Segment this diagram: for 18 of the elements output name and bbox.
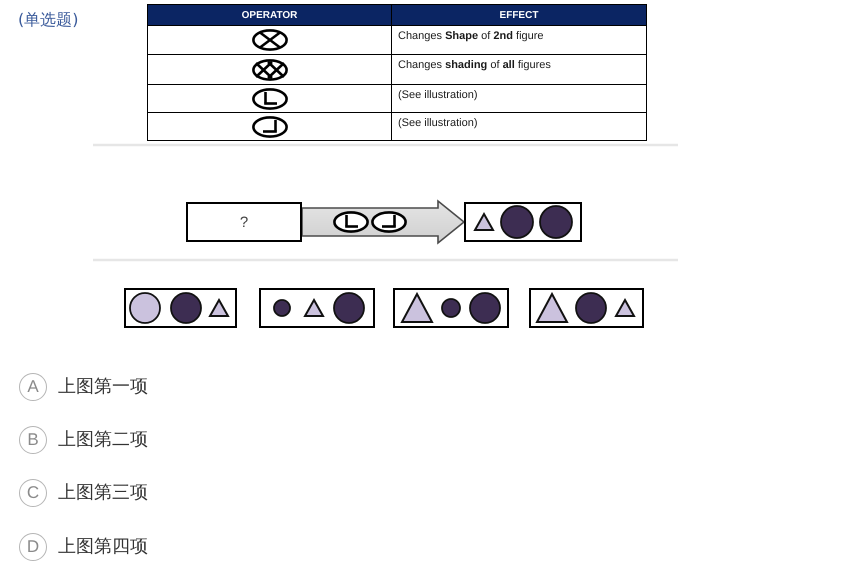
answer-figure-box [393, 288, 509, 328]
option-letter-circle: A [19, 373, 47, 401]
column-header: OPERATOR [147, 4, 392, 26]
answer-figure-box [259, 288, 375, 328]
answer-figure-box [124, 288, 237, 328]
option-letter-circle: D [19, 533, 47, 561]
column-header: EFFECT [391, 4, 647, 26]
unknown-figure-box: ? [186, 202, 302, 242]
option-text: 上图第三项 [58, 481, 148, 505]
option-text: 上图第一项 [58, 375, 148, 399]
option-letter-circle: B [19, 426, 47, 454]
figure-box [464, 202, 582, 242]
option-text: 上图第二项 [58, 428, 148, 452]
question-type-label: (单选题) [18, 10, 80, 31]
option-text: 上图第四项 [58, 535, 148, 559]
answer-figure-box [529, 288, 644, 328]
table-cell: (See illustration) [391, 112, 647, 141]
option-letter-circle: C [19, 479, 47, 507]
